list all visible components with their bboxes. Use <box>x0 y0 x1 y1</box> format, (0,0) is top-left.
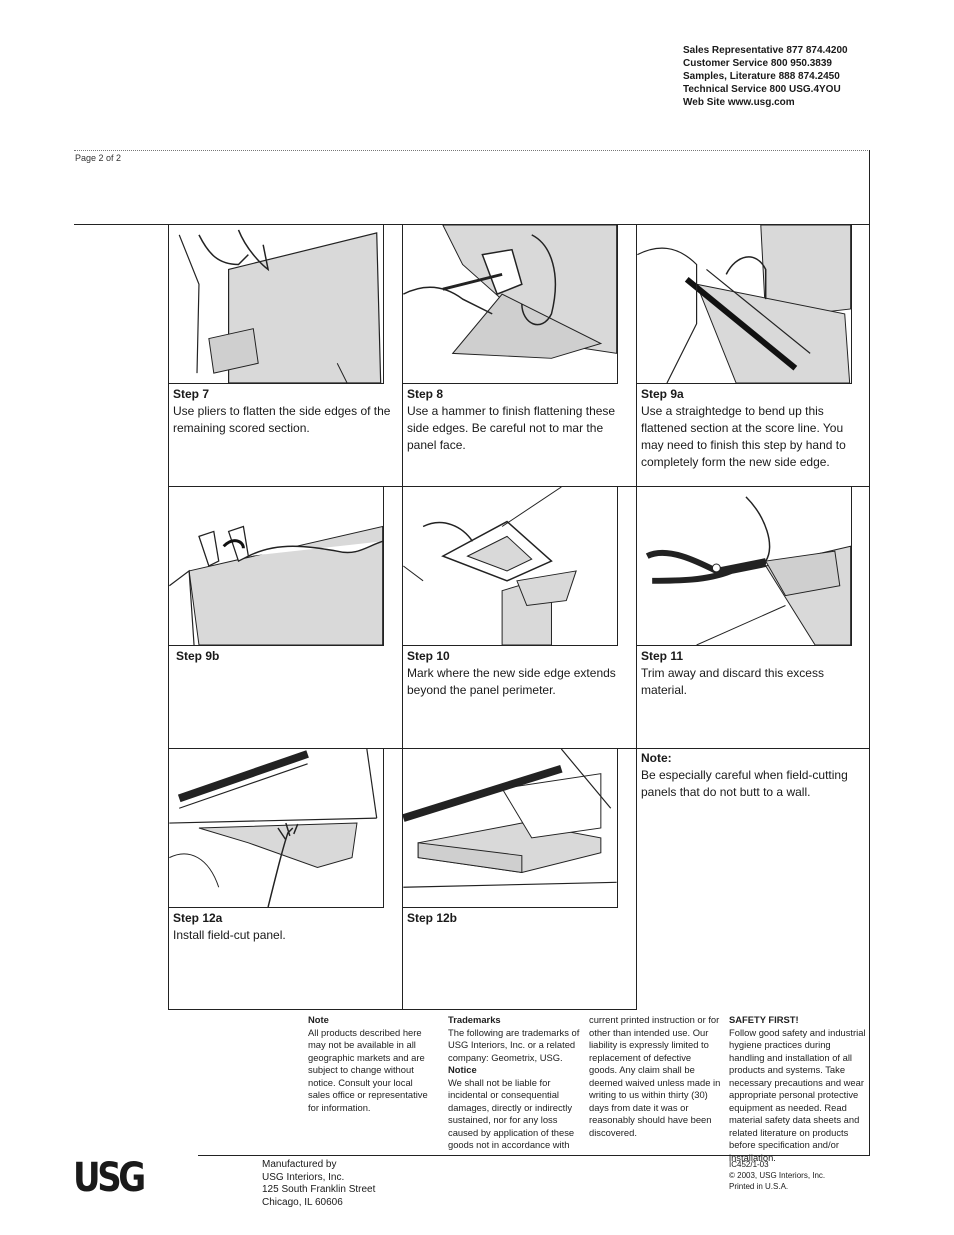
hammer-flattening-edge-illustration <box>402 224 618 384</box>
manufacturer-line: Chicago, IL 60606 <box>262 1196 343 1208</box>
doc-code-line: © 2003, USG Interiors, Inc. <box>729 1171 826 1180</box>
step-description: Use a straightedge to bend up this flatt… <box>641 404 846 469</box>
step-title: Step 9b <box>176 649 220 663</box>
manufacturer-line: 125 South Franklin Street <box>262 1184 376 1195</box>
step-description: Use a hammer to finish flattening these … <box>407 404 616 452</box>
contact-info: Sales Representative 877 874.4200 Custom… <box>683 44 848 109</box>
note-description: Be especially careful when field-cutting… <box>641 768 848 799</box>
footer-trademarks: Trademarks The following are trademarks … <box>448 1014 580 1152</box>
step-title: Step 7 <box>173 387 210 401</box>
frame-bottom-line <box>198 1155 870 1156</box>
step-description: Use pliers to flatten the side edges of … <box>173 404 391 435</box>
step-title: Step 8 <box>407 387 444 401</box>
step-description: Trim away and discard this excess materi… <box>641 666 824 697</box>
dotted-divider <box>74 150 870 151</box>
forming-illustration-svg <box>169 525 383 645</box>
contact-website: Web Site www.usg.com <box>683 97 795 108</box>
step-title: Step 12a <box>173 911 223 925</box>
straightedge-bending-illustration <box>636 224 852 384</box>
step-title: Step 9a <box>641 387 684 401</box>
contact-samples: Samples, Literature 888 874.2450 <box>683 71 840 82</box>
manufacturer-line: USG Interiors, Inc. <box>262 1171 345 1183</box>
square-marking-illustration <box>402 486 618 646</box>
step-description: Install field-cut panel. <box>173 928 286 942</box>
hammer-illustration-svg <box>403 225 617 359</box>
footer-note: Note All products described here may not… <box>308 1014 436 1114</box>
step-title: Step 11 <box>641 649 684 663</box>
manufacturer-info: Manufactured by USG Interiors, Inc. 125 … <box>262 1159 375 1209</box>
usg-logo: USG <box>73 1155 146 1201</box>
contact-technical: Technical Service 800 USG.4YOU <box>683 84 841 95</box>
notice-title: Notice <box>448 1064 477 1075</box>
note-title: Note: <box>641 751 672 765</box>
step-title: Step 12b <box>407 911 458 925</box>
step-title: Step 10 <box>407 649 450 663</box>
contact-customer-service: Customer Service 800 950.3839 <box>683 58 832 69</box>
safety-text: Follow good safety and industrial hygien… <box>729 1026 866 1163</box>
grid-row-line-3 <box>168 1009 636 1010</box>
page-number: Page 2 of 2 <box>75 153 122 163</box>
snips-trimming-illustration <box>636 486 852 646</box>
installed-illustration-svg <box>403 749 617 888</box>
snips-illustration-svg <box>645 496 851 645</box>
installing-illustration-svg <box>169 749 378 907</box>
document-code: IC452/1-03 © 2003, USG Interiors, Inc. P… <box>729 1159 825 1192</box>
footer-note-text: All products described here may not be a… <box>308 1026 428 1113</box>
doc-code-line: Printed in U.S.A. <box>729 1182 789 1191</box>
notice-text: We shall not be liable for incidental or… <box>448 1076 575 1151</box>
doc-code-line: IC452/1-03 <box>729 1160 769 1169</box>
hand-forming-edge-illustration <box>168 486 384 646</box>
installed-panel-illustration <box>402 748 618 908</box>
trademarks-text: The following are trademarks of USG Inte… <box>448 1026 580 1063</box>
pliers-flattening-edge-illustration <box>168 224 384 384</box>
safety-title: SAFETY FIRST! <box>729 1014 799 1025</box>
trademarks-title: Trademarks <box>448 1014 501 1025</box>
notice-text-continued: current printed instruction or for other… <box>589 1014 721 1138</box>
pliers-illustration-svg <box>178 229 382 383</box>
footer-safety: SAFETY FIRST! Follow good safety and ind… <box>729 1014 867 1164</box>
frame-right-line <box>869 150 870 1155</box>
straightedge-illustration-svg <box>637 225 851 383</box>
footer-notice-continued: current printed instruction or for other… <box>589 1014 721 1139</box>
contact-sales: Sales Representative 877 874.4200 <box>683 45 848 56</box>
installing-panel-illustration <box>168 748 384 908</box>
step-description: Mark where the new side edge extends bey… <box>407 666 616 697</box>
manufacturer-line: Manufactured by <box>262 1159 337 1170</box>
square-illustration-svg <box>403 487 577 645</box>
footer-note-title: Note <box>308 1014 329 1025</box>
